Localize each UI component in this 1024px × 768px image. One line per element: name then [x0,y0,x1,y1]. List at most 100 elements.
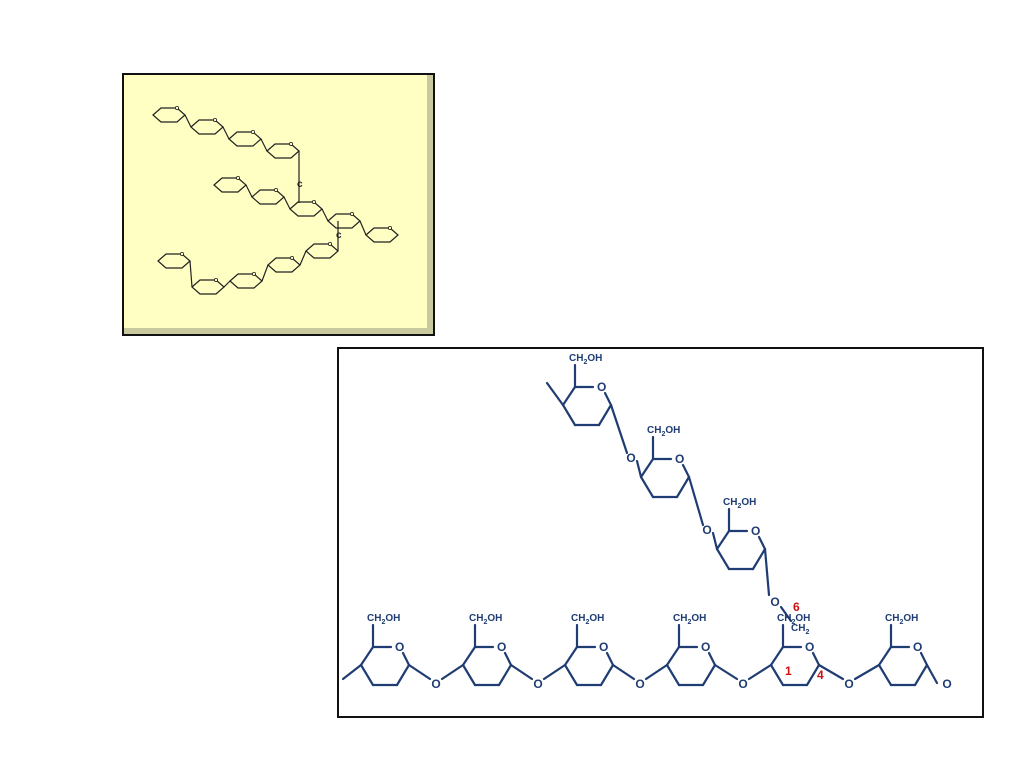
main-unit-0-bond-o-c1 [401,651,411,667]
chain-b-ring-3 [327,213,361,229]
main-unit-0-ring-oxygen: O [395,640,404,654]
branch-link-b-1 [711,531,719,551]
branch-point-bond-a [763,547,771,597]
chain-b-link-0 [245,184,253,198]
main-unit-5-bond-c3-c4 [877,663,893,687]
main-unit-1-bond-o-c1 [503,651,513,667]
chain-b-link-2 [321,208,329,222]
main-unit-0-bond-c1-c2 [395,663,411,687]
main-glycosidic-oxygen-2: O [635,677,644,691]
main-link-a-3 [713,663,739,681]
main-glycosidic-oxygen-4: O [844,677,853,691]
main-link-b-3 [747,663,773,681]
chain-c-ring-1-oxygen [214,277,219,282]
chain-b-ring-4 [365,227,399,243]
main-glycosidic-oxygen-3: O [738,677,747,691]
branch-unit-1-bond-c3-c4 [639,475,655,499]
main-unit-4-ch2oh: CH2OH [777,613,810,626]
main-link-a-2 [611,663,636,681]
chain-c-link-0 [189,260,193,288]
branch-label-1: c [297,179,303,190]
branch-unit-1-bond-o-c1 [681,463,691,479]
branch-start-stub [545,381,565,407]
main-link-b-1 [542,663,567,681]
branch-label-2: c [336,230,342,241]
chain-c-ring-4 [305,243,339,259]
branch-unit-2-ch2oh: CH2OH [723,497,756,510]
chain-b-link-1 [283,196,291,210]
chain-c-link-3 [299,250,307,266]
branch-link-a-1 [687,475,705,527]
main-unit-4-bond-c3-c4 [769,663,785,687]
branch-unit-0-bond-c3-c4 [561,403,577,427]
schematic-diagram: cc [152,105,399,295]
branch-unit-0-bond-c1-c2 [597,403,613,427]
main-unit-4-ring-oxygen: O [805,640,814,654]
main-link-a-0 [407,663,432,681]
main-link-b-2 [644,663,669,681]
chain-a-ring-2-oxygen [251,130,256,135]
branch-unit-2-bond-c4-c5 [715,529,731,551]
chain-c-ring-2 [229,273,263,289]
branch-unit-1-bond-c1-c2 [675,475,691,499]
position-6-label: 6 [793,600,800,614]
terminal-oxygen: O [942,677,951,691]
chain-b-link-3 [359,220,367,236]
chain-c-ring-0 [157,253,191,269]
position-1-label: 1 [785,664,792,678]
branch-unit-0-bond-o-c1 [603,391,613,407]
main-unit-4-bond-o-c1 [811,651,821,667]
branch-unit-1-ring-oxygen: O [675,452,684,466]
chain-end-bond [925,663,939,685]
chain-b-ring-2 [289,201,323,217]
branch-unit-1-bond-c4-c5 [639,457,655,479]
chain-a-ring-1 [190,119,224,135]
branch-link-b-0 [635,459,643,479]
main-unit-2-bond-c1-c2 [599,663,615,687]
main-unit-3-ch2oh: CH2OH [673,613,706,626]
chain-b-ring-4-oxygen [387,225,392,230]
branch-point-oxygen: O [770,595,779,609]
chain-b-ring-1 [251,189,285,205]
branch-glycosidic-oxygen-1: O [702,523,711,537]
main-unit-4-bond-c1-c2 [805,663,821,687]
main-link-a-4 [817,663,845,681]
main-unit-1-bond-c4-c5 [461,645,477,667]
branch-unit-0-ch2oh: CH2OH [569,353,602,366]
chain-b-ring-1-oxygen [273,188,278,193]
chain-a-ring-0 [152,107,186,123]
chain-c-link-2 [261,264,269,282]
position-4-label: 4 [817,668,824,682]
main-link-a-1 [509,663,534,681]
branch-unit-2-bond-c3-c4 [715,547,731,571]
main-unit-1-ring-oxygen: O [497,640,506,654]
chain-b-ring-2-oxygen [311,200,316,205]
chain-a-ring-3-oxygen [288,142,293,147]
chain-c-ring-0-oxygen [180,251,185,256]
main-unit-0-bond-c3-c4 [359,663,375,687]
main-unit-1-bond-c1-c2 [497,663,513,687]
main-link-b-0 [440,663,465,681]
main-unit-2-bond-o-c1 [605,651,615,667]
chain-c-link-1 [223,280,231,288]
main-unit-2-ring-oxygen: O [599,640,608,654]
main-unit-4-bond-c4-c5 [769,645,785,667]
chain-b-ring-0 [213,177,247,193]
main-unit-5-bond-c1-c2 [913,663,929,687]
main-glycosidic-oxygen-0: O [431,677,440,691]
chain-a-ring-1-oxygen [213,118,218,123]
main-unit-2-bond-c4-c5 [563,645,579,667]
main-unit-5-bond-o-c1 [919,651,929,667]
branch-point-ch2: CH2 [791,623,809,636]
chain-a-link-1 [222,126,230,140]
chain-a-link-2 [260,138,268,152]
branch-glycosidic-oxygen-0: O [626,451,635,465]
main-unit-1-ch2oh: CH2OH [469,613,502,626]
branch-unit-2-ring-oxygen: O [751,524,760,538]
branch-unit-2-bond-o-c1 [757,535,767,551]
chain-start-stub [341,663,363,681]
main-unit-3-bond-c4-c5 [665,645,681,667]
main-unit-1-bond-c3-c4 [461,663,477,687]
